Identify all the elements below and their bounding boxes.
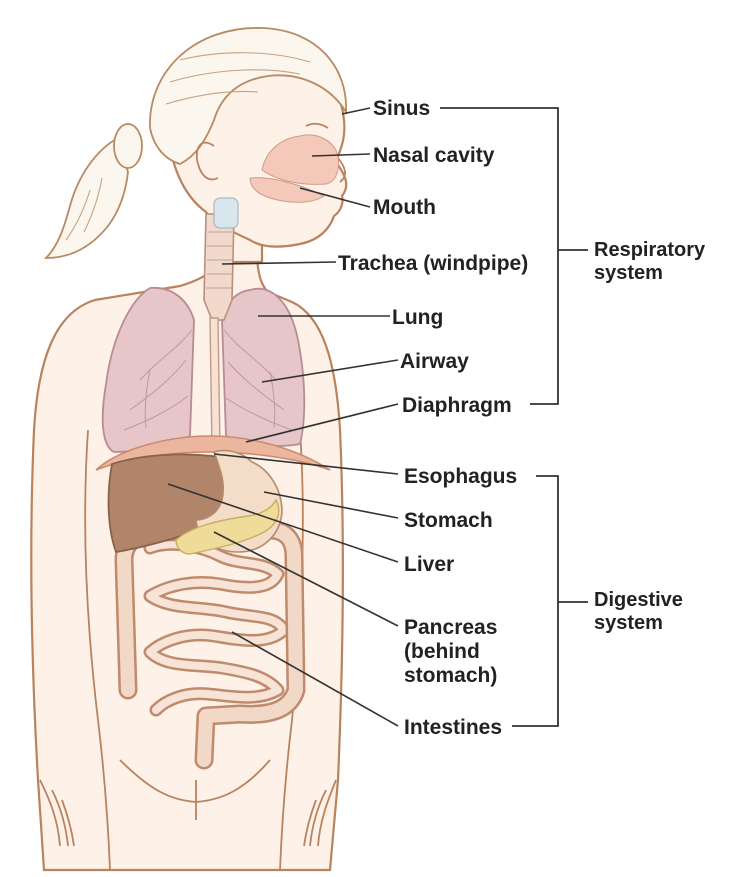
trachea-shape xyxy=(204,214,234,320)
label-pancreas-line2: (behind xyxy=(404,640,480,663)
label-pancreas-line1: Pancreas xyxy=(404,616,497,639)
label-digestive-line2: system xyxy=(594,612,663,634)
label-liver: Liver xyxy=(404,553,454,576)
label-pancreas-line3: stomach) xyxy=(404,664,497,687)
organ-labels: Sinus Nasal cavity Mouth Trachea (windpi… xyxy=(338,97,528,739)
label-digestive-line1: Digestive xyxy=(594,589,683,611)
label-intestines: Intestines xyxy=(404,716,502,739)
label-mouth: Mouth xyxy=(373,196,436,219)
esophagus-shape xyxy=(210,318,220,450)
hair-tie xyxy=(114,124,142,168)
group-labels: Respiratory system Digestive system xyxy=(594,239,706,634)
label-respiratory-line1: Respiratory xyxy=(594,239,706,261)
label-stomach: Stomach xyxy=(404,509,493,532)
label-esophagus: Esophagus xyxy=(404,465,517,488)
label-airway: Airway xyxy=(400,350,469,373)
digestive-bracket xyxy=(512,476,588,726)
label-nasal-cavity: Nasal cavity xyxy=(373,144,495,167)
label-diaphragm: Diaphragm xyxy=(402,394,512,417)
larynx-shape xyxy=(214,198,238,228)
label-lung: Lung xyxy=(392,306,443,329)
label-respiratory-line2: system xyxy=(594,262,663,284)
label-trachea: Trachea (windpipe) xyxy=(338,252,528,275)
label-sinus: Sinus xyxy=(373,97,430,120)
